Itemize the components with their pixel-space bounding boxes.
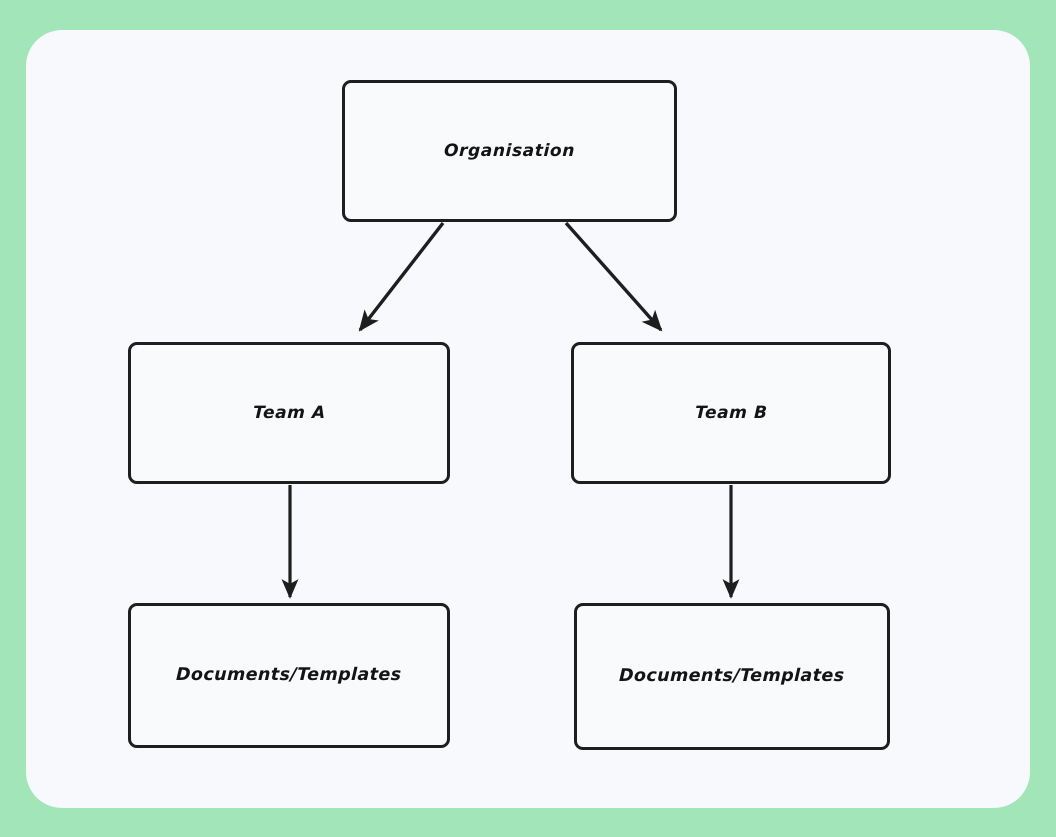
edge-org-to-team-a: [358, 221, 445, 332]
node-documents-templates-a-label: Documents/Templates: [175, 664, 403, 685]
node-team-b[interactable]: Team B: [571, 342, 891, 484]
edge-org-to-team-b: [564, 221, 663, 332]
node-team-a[interactable]: Team A: [128, 342, 450, 484]
node-documents-templates-a[interactable]: Documents/Templates: [128, 603, 450, 748]
node-organisation[interactable]: Organisation: [342, 80, 677, 222]
node-organisation-label: Organisation: [443, 140, 576, 161]
node-team-a-label: Team A: [252, 402, 326, 423]
node-documents-templates-b[interactable]: Documents/Templates: [574, 603, 890, 750]
node-team-b-label: Team B: [694, 402, 768, 423]
node-documents-templates-b-label: Documents/Templates: [618, 665, 846, 686]
